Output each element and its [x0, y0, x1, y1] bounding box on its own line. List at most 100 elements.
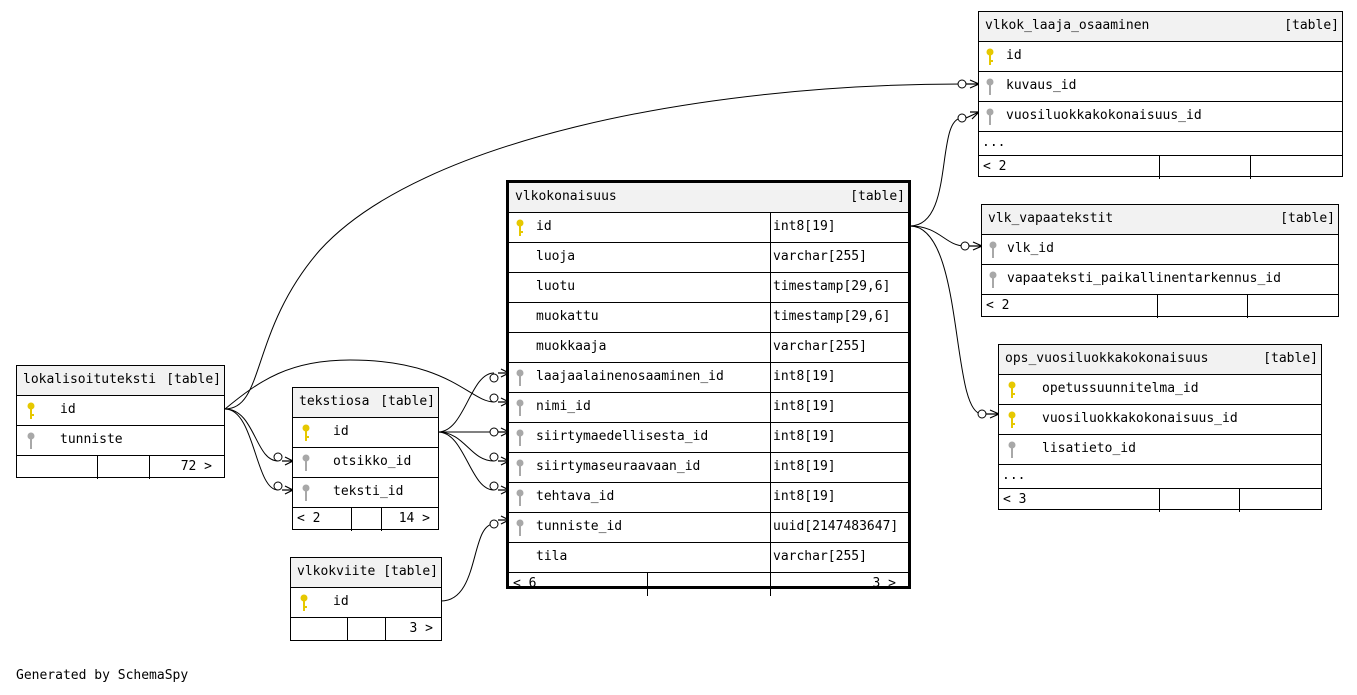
table-header: vlkokviite [table]	[291, 558, 441, 588]
table-kind: [table]	[383, 564, 438, 579]
table-header: vlkokonaisuus [table]	[509, 183, 908, 213]
table-kind: [table]	[1284, 18, 1339, 33]
table-footer: < 6 3 >	[509, 573, 908, 596]
key-icon	[986, 48, 994, 65]
column-name: vapaateksti_paikallinentarkennus_id	[1007, 271, 1281, 286]
table-kind: [table]	[1280, 211, 1335, 226]
column-row[interactable]: vapaateksti_paikallinentarkennus_id	[982, 265, 1338, 295]
parents-link[interactable]: < 2	[297, 511, 321, 526]
column-name: vuosiluokkakokonaisuus_id	[1006, 108, 1202, 123]
column-name: siirtymaseuraavaan_id	[536, 459, 701, 474]
column-name: siirtymaedellisesta_id	[536, 429, 709, 444]
column-row[interactable]: otsikko_id	[293, 448, 438, 478]
table-vlkokviite[interactable]: vlkokviite [table] id 3 >	[290, 557, 442, 641]
table-ops-vuosiluokkakokonaisuus[interactable]: ops_vuosiluokkakokonaisuus [table] opetu…	[998, 344, 1322, 512]
table-name[interactable]: ops_vuosiluokkakokonaisuus	[1005, 351, 1209, 366]
foreign-key-icon	[516, 429, 524, 446]
foreign-key-icon	[986, 78, 994, 95]
column-row[interactable]: id int8[19]	[509, 213, 908, 243]
key-icon	[27, 402, 35, 419]
foreign-key-icon	[516, 519, 524, 536]
column-type: varchar[255]	[773, 339, 867, 354]
key-icon	[302, 424, 310, 441]
children-link[interactable]: 3 >	[409, 621, 433, 636]
parents-link[interactable]: < 3	[1003, 492, 1027, 507]
column-row[interactable]: vuosiluokkakokonaisuus_id	[979, 102, 1342, 132]
column-name: opetussuunnitelma_id	[1042, 381, 1199, 396]
column-row[interactable]: id	[291, 588, 441, 618]
column-name: luotu	[536, 279, 576, 294]
column-row[interactable]: tunniste_id uuid[2147483647]	[509, 513, 908, 543]
table-vlkokonaisuus[interactable]: vlkokonaisuus [table] id int8[19] luoja var…	[506, 180, 911, 596]
children-link[interactable]: 72 >	[180, 459, 212, 474]
column-type: int8[19]	[773, 219, 836, 234]
column-row[interactable]: id	[979, 42, 1342, 72]
column-row[interactable]: teksti_id	[293, 478, 438, 508]
table-vlk-vapaatekstit[interactable]: vlk_vapaatekstit [table] vlk_id vapaatek…	[981, 204, 1339, 318]
table-name[interactable]: tekstiosa	[299, 394, 370, 409]
column-name: vlk_id	[1007, 241, 1054, 256]
table-header: vlkok_laaja_osaaminen [table]	[979, 12, 1342, 42]
column-name: tehtava_id	[536, 489, 615, 504]
column-name: luoja	[536, 249, 576, 264]
column-row[interactable]: siirtymaedellisesta_id int8[19]	[509, 423, 908, 453]
column-row[interactable]: lisatieto_id	[999, 435, 1321, 465]
table-name[interactable]: vlk_vapaatekstit	[988, 211, 1114, 226]
table-footer: < 2 14 >	[293, 508, 438, 531]
column-name: id	[333, 424, 349, 439]
foreign-key-icon	[989, 271, 997, 288]
column-name: vuosiluokkakokonaisuus_id	[1042, 411, 1238, 426]
table-lokalisoituteksti[interactable]: lokalisoituteksti [table] id tunniste 72…	[16, 365, 225, 479]
table-tekstiosa[interactable]: tekstiosa [table] id otsikko_id teksti_i…	[292, 387, 439, 531]
column-row[interactable]: tunniste	[17, 426, 224, 456]
column-name: lisatieto_id	[1042, 441, 1136, 456]
foreign-key-icon	[27, 432, 35, 449]
table-name[interactable]: vlkok_laaja_osaaminen	[985, 18, 1150, 33]
column-row[interactable]: vuosiluokkakokonaisuus_id	[999, 405, 1321, 435]
column-name: nimi_id	[536, 399, 591, 414]
column-type: uuid[2147483647]	[773, 519, 899, 534]
foreign-key-icon	[516, 489, 524, 506]
parents-link[interactable]: < 2	[983, 159, 1007, 174]
column-row[interactable]: opetussuunnitelma_id	[999, 375, 1321, 405]
table-name[interactable]: vlkokviite	[297, 564, 376, 579]
more-columns[interactable]: ...	[979, 132, 1342, 156]
table-name[interactable]: lokalisoituteksti	[23, 372, 157, 387]
column-name: tila	[536, 549, 568, 564]
table-name[interactable]: vlkokonaisuus	[515, 189, 617, 204]
table-footer: 3 >	[291, 618, 441, 641]
column-row[interactable]: kuvaus_id	[979, 72, 1342, 102]
column-name: tunniste_id	[536, 519, 623, 534]
table-header: vlk_vapaatekstit [table]	[982, 205, 1338, 235]
column-row[interactable]: vlk_id	[982, 235, 1338, 265]
foreign-key-icon	[516, 459, 524, 476]
column-type: varchar[255]	[773, 249, 867, 264]
generated-by-note: Generated by SchemaSpy	[16, 668, 189, 683]
column-row[interactable]: id	[293, 418, 438, 448]
column-name: id	[60, 402, 76, 417]
more-columns[interactable]: ...	[999, 465, 1321, 489]
foreign-key-icon	[986, 108, 994, 125]
parents-link[interactable]: < 6	[513, 576, 537, 591]
column-type: timestamp[29,6]	[773, 309, 891, 324]
column-name: id	[536, 219, 552, 234]
children-link[interactable]: 14 >	[398, 511, 430, 526]
children-link[interactable]: 3 >	[872, 576, 896, 591]
table-footer: < 3	[999, 489, 1321, 512]
column-row[interactable]: id	[17, 396, 224, 426]
parents-link[interactable]: < 2	[986, 298, 1010, 313]
column-name: laajaalainenosaaminen_id	[536, 369, 724, 384]
column-name: id	[333, 594, 349, 609]
column-type: int8[19]	[773, 429, 836, 444]
column-row[interactable]: luoja varchar[255]	[509, 243, 908, 273]
table-vlkok-laaja-osaaminen[interactable]: vlkok_laaja_osaaminen [table] id kuvaus_…	[978, 11, 1343, 179]
foreign-key-icon	[989, 241, 997, 258]
